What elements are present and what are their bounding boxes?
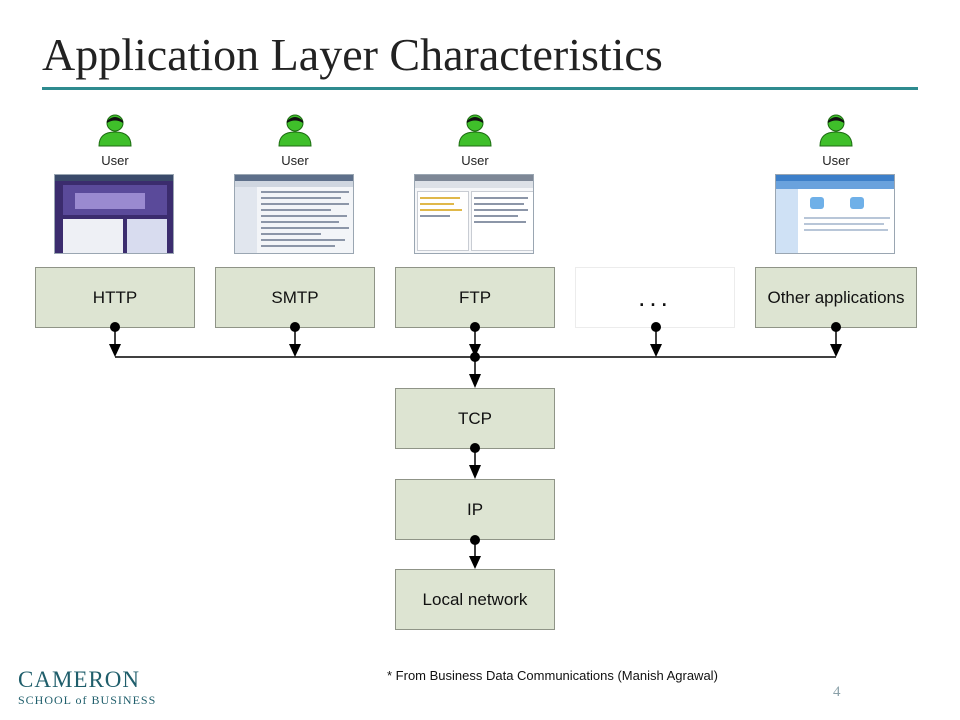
cameron-logo: CAMERON SCHOOL of BUSINESS: [18, 668, 156, 706]
ip-label: IP: [466, 499, 484, 519]
ellipsis-label: ...: [638, 282, 672, 312]
smtp-screenshot-thumbnail: [234, 174, 354, 254]
user-other: User: [806, 112, 866, 168]
user-label: User: [281, 153, 309, 168]
ftp-screenshot-thumbnail: [414, 174, 534, 254]
user-label: User: [822, 153, 850, 168]
user-icon: [458, 114, 492, 147]
tcp-box: TCP: [395, 388, 555, 449]
ellipsis-box: ...: [575, 267, 735, 328]
user-ftp: User: [445, 112, 505, 168]
user-label: User: [461, 153, 489, 168]
slide-title: Application Layer Characteristics: [42, 29, 663, 80]
local-network-label: Local network: [422, 589, 528, 609]
local-network-box: Local network: [395, 569, 555, 630]
user-http: User: [85, 112, 145, 168]
title-rule: [42, 87, 918, 90]
other-app-screenshot-thumbnail: [775, 174, 895, 254]
ip-box: IP: [395, 479, 555, 540]
source-footnote: * From Business Data Communications (Man…: [387, 668, 718, 683]
smtp-box: SMTP: [215, 267, 375, 328]
user-label: User: [101, 153, 129, 168]
smtp-label: SMTP: [271, 287, 319, 307]
ftp-box: FTP: [395, 267, 555, 328]
http-box: HTTP: [35, 267, 195, 328]
http-label: HTTP: [92, 287, 138, 307]
user-icon: [819, 114, 853, 147]
user-icon: [278, 114, 312, 147]
logo-line2: SCHOOL of BUSINESS: [18, 693, 157, 707]
user-smtp: User: [265, 112, 325, 168]
other-applications-box: Other applications: [755, 267, 917, 328]
user-icon: [98, 114, 132, 147]
other-applications-label: Other applications: [767, 287, 905, 307]
page-number: 4: [833, 684, 841, 700]
ftp-label: FTP: [458, 287, 492, 307]
http-screenshot-thumbnail: [54, 174, 174, 254]
tcp-label: TCP: [458, 408, 492, 428]
logo-line1: CAMERON: [18, 667, 141, 692]
